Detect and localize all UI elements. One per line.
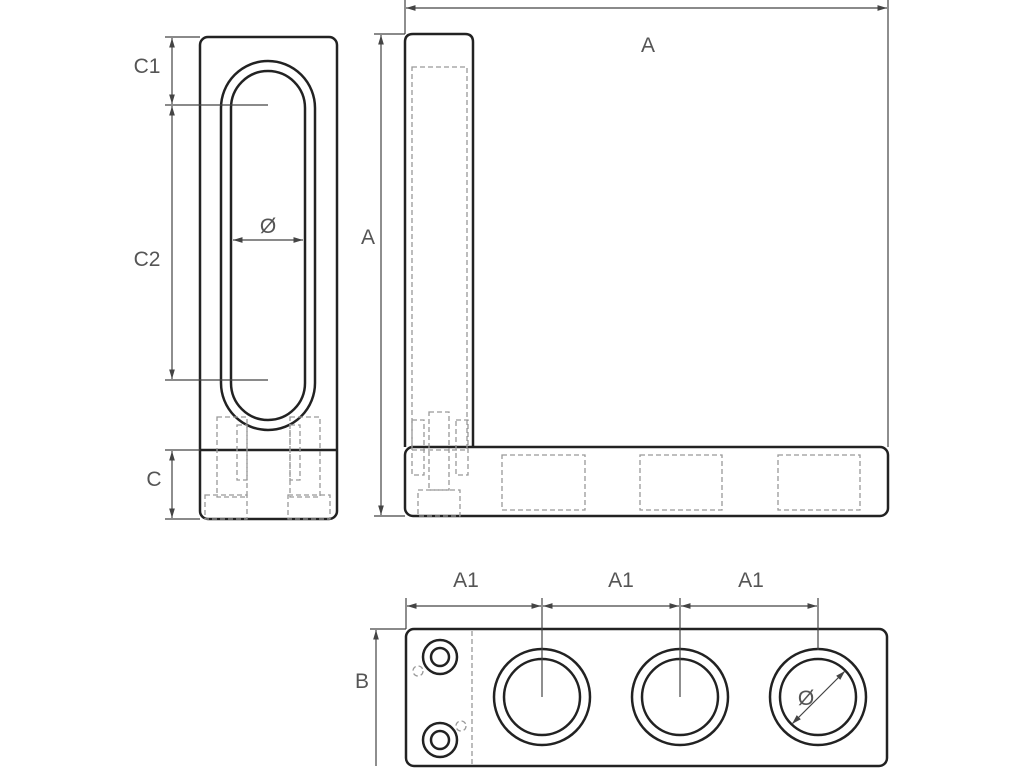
dim-label-c2: C2 (134, 248, 161, 271)
dim-label-hole-diameter: Ø (798, 687, 814, 710)
dim-label-slot-diameter: Ø (260, 215, 276, 238)
dim-label-c1: C1 (134, 55, 161, 78)
top-view: A1 A1 A1 B Ø (355, 569, 889, 768)
side-view: C1 C2 C Ø (134, 35, 339, 521)
dim-label-a1-second: A1 (608, 569, 634, 592)
dim-label-a-vertical: A (361, 226, 375, 249)
dim-label-b: B (355, 670, 369, 693)
dim-label-a1-first: A1 (453, 569, 479, 592)
front-view: A A (361, 0, 890, 518)
dim-label-a1-third: A1 (738, 569, 764, 592)
dim-label-c: C (146, 468, 161, 491)
dim-label-a-horizontal: A (641, 34, 655, 57)
